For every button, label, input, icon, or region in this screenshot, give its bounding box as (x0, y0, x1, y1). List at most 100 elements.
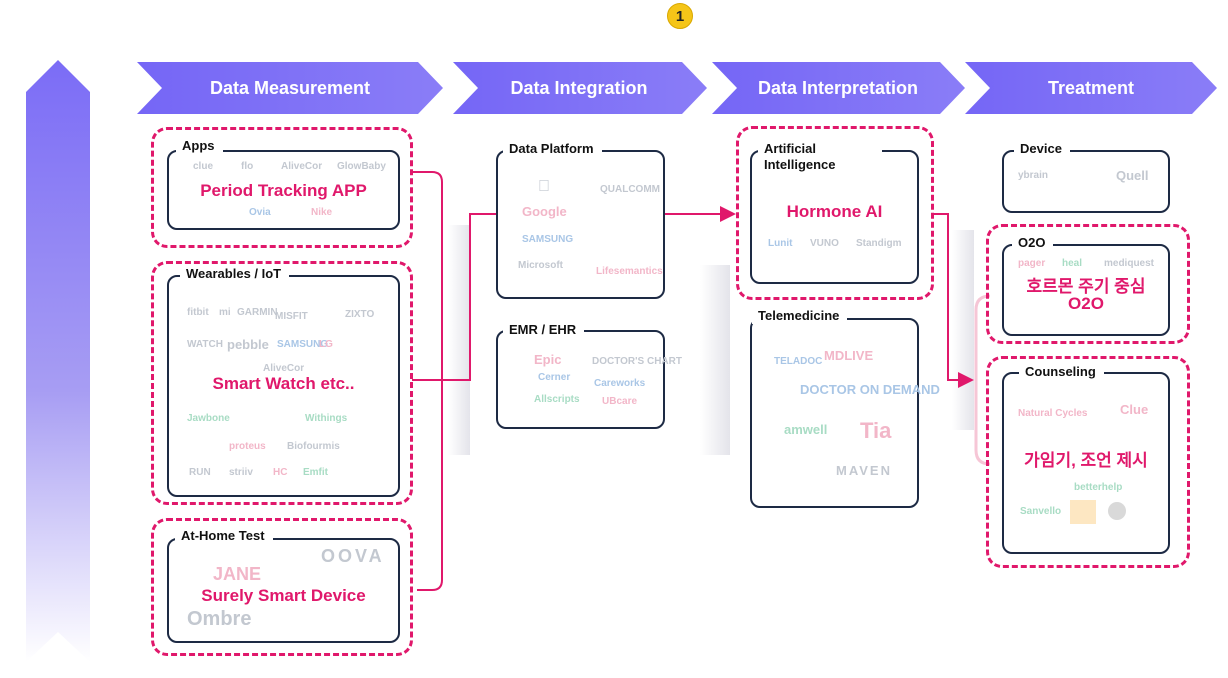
stage-label-measurement: Data Measurement (209, 77, 371, 98)
apps-group (151, 127, 413, 248)
apps-highlight: Period Tracking APP (200, 181, 367, 200)
logo: GlowBaby (337, 161, 386, 172)
logo: Biofourmis (287, 441, 340, 452)
device-card: ybrain Quell (1002, 150, 1170, 213)
chevron-data-measurement (137, 62, 443, 114)
logo: Quell (1116, 168, 1149, 183)
logo: heal (1062, 258, 1083, 269)
ai-card: Hormone AI Lunit VUNO Standigm (750, 150, 919, 284)
counseling-highlight: 가임기, 조언 제시 (1024, 451, 1148, 470)
logo: Microsoft (518, 260, 563, 271)
logo: Natural Cycles (1018, 408, 1088, 419)
ai-highlight: Hormone AI (786, 202, 883, 221)
logo: proteus (229, 441, 266, 452)
logo: QUALCOMM (600, 184, 660, 195)
logo: RUN (189, 467, 211, 478)
athome-group (151, 518, 413, 656)
logo: DOCTOR'S CHART (592, 356, 682, 367)
logo: Clue (1120, 402, 1149, 417)
logo: Withings (305, 413, 348, 424)
stage-label-integration: Data Integration (510, 77, 648, 98)
logo: TELADOC (774, 356, 823, 367)
faint-flow-arrow (448, 225, 470, 455)
athome-highlight: Surely Smart Device (201, 586, 366, 605)
logo: clue (193, 161, 214, 172)
stage-chevrons (137, 62, 1217, 114)
logo: fitbit (187, 307, 209, 318)
logo: striiv (229, 467, 253, 478)
logo: Tia (860, 418, 892, 443)
apps-label: Apps (176, 138, 223, 154)
athome-label: At-Home Test (175, 528, 273, 544)
logo: pager (1018, 258, 1046, 269)
logo: Nike (311, 207, 333, 218)
wearables-label: Wearables / IoT (180, 266, 290, 282)
logo: Google (522, 204, 567, 219)
wearables-card: fitbit mi GARMIN MISFIT ZIXTO WATCH pebb… (167, 275, 400, 497)
logo: mi (219, 307, 231, 318)
telemedicine-label: Telemedicine (752, 308, 848, 324)
logo: ybrain (1018, 170, 1049, 181)
logo: Emfit (303, 467, 328, 478)
counseling-label: Counseling (1019, 364, 1104, 380)
wearables-highlight: Smart Watch etc.. (212, 374, 355, 393)
logo: mediquest (1104, 258, 1155, 269)
logo: SAMSUNG (277, 339, 329, 350)
logo: MDLIVE (824, 348, 874, 363)
o2o-group (986, 224, 1190, 344)
logo: MAVEN (836, 463, 892, 478)
logo: Standigm (856, 238, 902, 249)
ai-group (736, 126, 934, 300)
counseling-group (986, 356, 1190, 568)
logo: GARMIN (237, 307, 278, 318)
logo: HC (273, 467, 288, 478)
logo: Sanvello (1020, 506, 1062, 517)
wearables-group (151, 261, 413, 505)
chevron-data-integration (453, 62, 707, 114)
chevron-treatment (965, 62, 1217, 114)
emr-card: Epic Cerner DOCTOR'S CHART Careworks All… (496, 330, 682, 429)
logo: VUNO (810, 238, 839, 249)
logo: MISFIT (275, 311, 308, 322)
logo: Ovia (249, 207, 271, 218)
logo: UBcare (602, 396, 638, 407)
data-platform-label: Data Platform (503, 141, 602, 157)
logo: DOCTOR ON DEMAND (800, 382, 940, 397)
o2o-highlight-line2: O2O (1068, 294, 1104, 313)
logo: amwell (784, 422, 828, 437)
logo: AliveCor (263, 363, 305, 374)
apps-card: clue flo AliveCor GlowBaby Period Tracki… (167, 150, 400, 230)
logo: WATCH (187, 339, 223, 350)
o2o-label: O2O (1012, 235, 1054, 251)
counseling-card: Natural Cycles Clue 가임기, 조언 제시 betterhel… (1002, 372, 1170, 554)
logo: ZIXTO (345, 309, 375, 320)
logo-block (1070, 500, 1096, 524)
logo: pebble (227, 337, 269, 352)
logo: betterhelp (1074, 482, 1123, 493)
logo: Cerner (538, 372, 571, 383)
logo: Ombre (187, 608, 252, 630)
step-badge-1: 1 (667, 3, 693, 29)
emr-label: EMR / EHR (503, 322, 585, 338)
vertical-progress-arrow (26, 60, 90, 662)
o2o-card: pager heal mediquest 호르몬 주기 중심 O2O (1002, 244, 1170, 336)
ai-label: Artificial Intelligence (758, 141, 882, 173)
logo: OOVA (321, 546, 385, 566)
apple-logo-icon:  (538, 178, 550, 196)
logo: Epic (534, 352, 562, 367)
data-platform-card:  QUALCOMM Google SAMSUNG Microsoft Life… (496, 150, 665, 299)
logo: Allscripts (534, 394, 580, 405)
stage-label-interpretation: Data Interpretation (757, 77, 919, 98)
logo: AliveCor (281, 161, 323, 172)
location-pin-icon (1108, 502, 1126, 520)
stage-label-treatment: Treatment (1047, 77, 1135, 98)
logo: SAMSUNG (522, 234, 574, 245)
logo: JANE (213, 564, 262, 584)
o2o-highlight-line1: 호르몬 주기 중심 (1026, 277, 1146, 296)
logo: LG (319, 339, 333, 350)
logo: Jawbone (187, 413, 230, 424)
chevron-data-interpretation (712, 62, 965, 114)
telemedicine-card: TELADOC MDLIVE DOCTOR ON DEMAND amwell T… (750, 318, 940, 508)
faint-flow-arrow (700, 265, 730, 455)
device-label: Device (1014, 141, 1070, 157)
